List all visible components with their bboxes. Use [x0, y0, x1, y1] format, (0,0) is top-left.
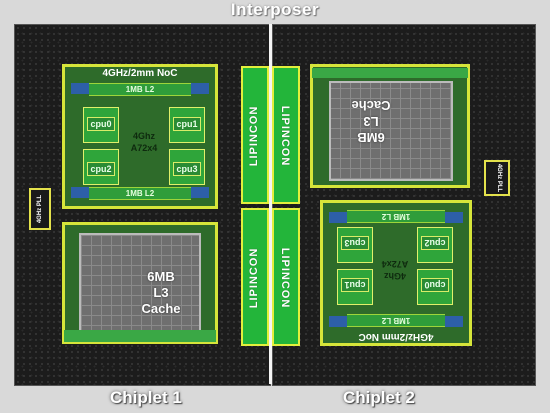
lipincon-c2-bottom-label: LIPINCON [279, 247, 291, 309]
chiplet1-core-freq: 4Ghz [132, 131, 155, 141]
chiplet2-pll-pad: 4GHz PLL [484, 160, 510, 196]
chiplet1-l2-bottom: 1MB L2 [89, 187, 191, 200]
lipincon-c1-top: LIPINCON [241, 66, 269, 204]
chiplet1-cpu2-label: cpu2 [87, 162, 115, 176]
chiplet2-l3-size: 6MB [357, 130, 385, 145]
chiplet2-core-freq: 4Ghz [384, 271, 407, 281]
chiplet2-label: Chiplet 2 [343, 388, 415, 407]
chiplet2-cpu0-label: cpu0 [421, 278, 449, 292]
chiplet2-l2-bottom: 1MB L2 [347, 210, 445, 223]
lipincon-c2-bottom: LIPINCON [272, 208, 300, 346]
chiplet1-cpu0: cpu0 [83, 107, 119, 143]
chiplet1-l3-cache: 6MB L3 Cache [79, 233, 201, 333]
interposer-title: Interposer [230, 0, 320, 19]
chiplet2-l3-level: L3 [363, 114, 379, 129]
chiplet1-cpu3: cpu3 [169, 149, 205, 185]
chiplet2-l3-word: Cache [351, 98, 391, 113]
chiplet2-noc-label: 4GHz/2mm NoC [358, 331, 434, 342]
lipincon-c1-bottom: LIPINCON [241, 208, 269, 346]
chiplet2-core-cluster: 4GHz/2mm NoC 1MB L2 cpu0 cpu1 cpu2 cpu3 … [320, 200, 472, 346]
chiplet2-core-type: A72x4 [381, 259, 409, 269]
lipincon-c2-top-label: LIPINCON [279, 105, 291, 167]
chiplet1-cpu3-label: cpu3 [173, 162, 201, 176]
chiplet2-l3-cache: 6MB L3 Cache [329, 81, 453, 181]
chiplet2-cpu1-label: cpu1 [341, 278, 369, 292]
chiplet2-cpu2-label: cpu2 [421, 236, 449, 250]
chiplet1-pad-label: 4GHz PLL [37, 194, 43, 224]
chiplet2-pad-label: 4GHz PLL [496, 163, 502, 193]
chiplet1-noc-label: 4GHz/2mm NoC [102, 68, 178, 79]
chiplet2-cpu0: cpu0 [417, 269, 453, 305]
chiplet1-label: Chiplet 1 [110, 388, 182, 407]
die-divider [269, 24, 272, 384]
chiplet2-cpu3-label: cpu3 [341, 236, 369, 250]
chiplet2-l2-top: 1MB L2 [347, 314, 445, 327]
chiplet1-l3-size: 6MB [147, 269, 175, 284]
chiplet1-core-cluster: 4GHz/2mm NoC 1MB L2 cpu0 cpu1 cpu2 cpu3 … [62, 64, 218, 209]
chiplet1-l3-block: 6MB L3 Cache [62, 222, 218, 344]
chiplet2-l3-block: 6MB L3 Cache [310, 64, 470, 188]
chiplet1-cpu0-label: cpu0 [87, 117, 115, 131]
chiplet1-core-type: A72x4 [130, 143, 158, 153]
chiplet1-cpu2: cpu2 [83, 149, 119, 185]
lipincon-c1-top-label: LIPINCON [248, 105, 260, 167]
chiplet2-cpu1: cpu1 [337, 269, 373, 305]
chiplet1-l3-level: L3 [153, 285, 169, 300]
chiplet2-cpu3: cpu3 [337, 227, 373, 263]
chiplet1-cpu1-label: cpu1 [173, 117, 201, 131]
chiplet1-l3-word: Cache [141, 301, 181, 316]
chiplet1-cpu1: cpu1 [169, 107, 205, 143]
chiplet1-pll-pad: 4GHz PLL [29, 188, 51, 230]
lipincon-c1-bottom-label: LIPINCON [248, 247, 260, 309]
chiplet2-cpu2: cpu2 [417, 227, 453, 263]
chiplet1-l2-top: 1MB L2 [89, 83, 191, 96]
lipincon-c2-top: LIPINCON [272, 66, 300, 204]
